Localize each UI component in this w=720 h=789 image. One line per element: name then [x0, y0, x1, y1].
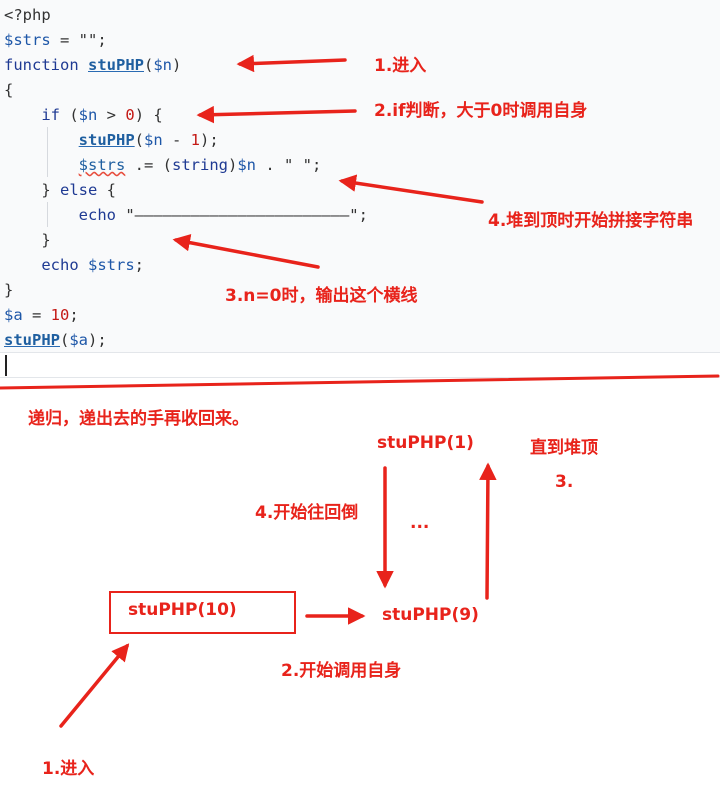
arrow-if: [196, 105, 357, 124]
node-10-label: stuPHP(10): [128, 600, 237, 620]
annotation-until-top: 直到堆顶: [530, 438, 598, 458]
code-line-open-brace[interactable]: {: [4, 81, 14, 99]
code-line-close-brace[interactable]: }: [4, 281, 14, 299]
annotation-recursion-note: 递归，递出去的手再收回来。: [28, 409, 249, 429]
indent-guide: [47, 202, 48, 227]
code-line-php-open[interactable]: <?php: [4, 6, 51, 24]
arrow-enter-bottom: [59, 643, 130, 728]
annotation-call-self: 2.开始调用自身: [281, 661, 402, 681]
annotation-if-judge: 2.if判断，大于0时调用自身: [374, 101, 588, 121]
annotation-step3: 3.: [555, 472, 574, 492]
code-line-recursive-call[interactable]: stuPHP($n - 1);: [78, 131, 219, 149]
code-line-if[interactable]: if ($n > 0) {: [41, 106, 163, 124]
annotation-back-down: 4.开始往回倒: [255, 503, 359, 523]
annotation-stack-top: 4.堆到顶时开始拼接字符串: [488, 211, 694, 231]
code-line-echo-strs[interactable]: echo $strs;: [41, 256, 145, 274]
code-line-else[interactable]: } else {: [4, 181, 116, 199]
code-line-call-main[interactable]: stuPHP($a);: [4, 331, 107, 349]
node-10-box: [109, 591, 296, 634]
text-caret: [5, 355, 7, 376]
arrow-stack-top: [338, 174, 484, 204]
annotation-enter: 1.进入: [374, 56, 427, 76]
code-line-strs-init[interactable]: $strs = "";: [4, 31, 107, 49]
arrow-enter: [236, 54, 347, 73]
node-1-label: stuPHP(1): [377, 433, 474, 453]
code-line-close-else[interactable]: }: [4, 231, 51, 249]
arrow-up-to-top: [479, 462, 497, 600]
node-9-label: stuPHP(9): [382, 605, 479, 625]
code-line-concat[interactable]: $strs .= (string)$n . " ";: [78, 156, 322, 174]
code-editor[interactable]: [0, 0, 720, 352]
divider-line: [0, 374, 720, 390]
annotation-enter-bottom: 1.进入: [42, 759, 95, 779]
current-line-highlight: [0, 352, 720, 378]
annotation-ellipsis: ...: [410, 513, 430, 533]
indent-guide: [47, 127, 48, 177]
code-line-echo-line[interactable]: echo "———————————————————————";: [78, 206, 368, 224]
code-line-function-decl[interactable]: function stuPHP($n): [4, 56, 182, 74]
code-line-assign-a[interactable]: $a = 10;: [4, 306, 79, 324]
arrow-line-output: [172, 234, 320, 269]
annotation-line-output: 3.n=0时，输出这个横线: [225, 286, 418, 306]
